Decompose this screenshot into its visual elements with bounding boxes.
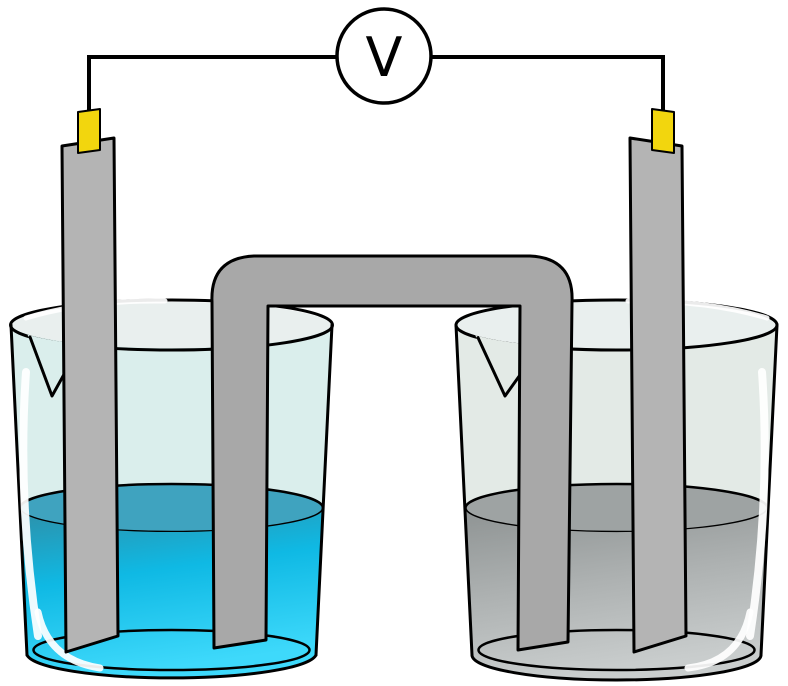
right-beaker: [454, 298, 779, 682]
left-beaker-right-wall: [314, 323, 334, 657]
right-beaker-right-wall: [759, 323, 779, 657]
right-electrode: [628, 108, 688, 654]
left-beaker-side-highlight: [19, 368, 42, 640]
right-beaker-left-wall: [454, 323, 474, 657]
left-beaker-inner-bottom: [32, 628, 311, 672]
left-beaker-bottom-highlight: [34, 608, 104, 672]
left-beaker-bottom: [25, 653, 318, 680]
left-electrode-plate: [60, 136, 120, 654]
left-beaker: [9, 298, 334, 680]
right-electrode-clip: [651, 108, 675, 154]
left-beaker-rim: [9, 298, 334, 352]
right-liquid-surface: [464, 482, 769, 534]
voltmeter-body: [335, 7, 433, 105]
right-electrode-plate: [628, 136, 688, 654]
left-electrode-clip: [77, 108, 101, 154]
right-beaker-inner-bottom: [477, 628, 756, 672]
right-beaker-bottom: [470, 653, 763, 682]
left-beaker-left-wall: [9, 323, 29, 657]
wire-right: [429, 55, 665, 118]
wire-left: [87, 55, 339, 118]
right-beaker-bottom-highlight: [684, 608, 754, 672]
left-electrode: [60, 108, 120, 654]
voltmeter: V: [335, 7, 433, 105]
voltmeter-label: V: [366, 26, 403, 89]
right-beaker-rim: [454, 298, 779, 352]
salt-bridge: [210, 254, 574, 652]
right-beaker-side-highlight: [746, 368, 769, 640]
